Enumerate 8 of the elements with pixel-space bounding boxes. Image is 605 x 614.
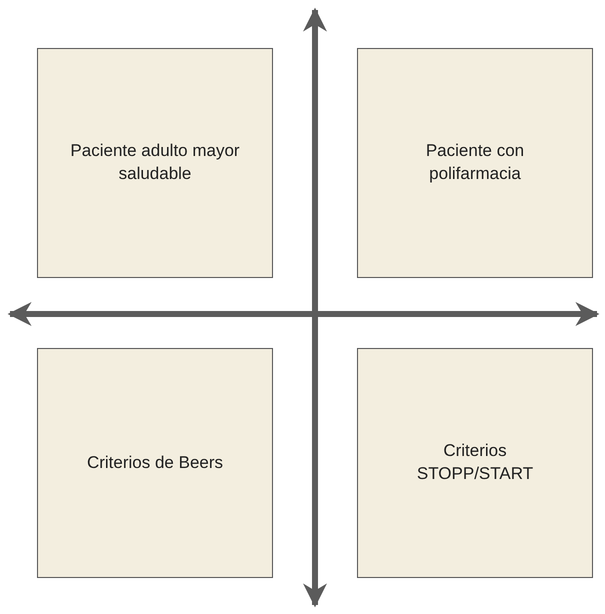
quadrant-box <box>357 348 593 578</box>
quadrant-box <box>37 48 273 278</box>
box-label: Paciente con polifarmacia <box>424 140 526 185</box>
box-label: Criterios de Beers <box>86 452 224 474</box>
box-label: Criterios STOPP/START <box>416 440 534 485</box>
box-label: Paciente adulto mayor saludable <box>70 140 240 185</box>
quadrant-box <box>357 48 593 278</box>
quadrant-box <box>37 348 273 578</box>
